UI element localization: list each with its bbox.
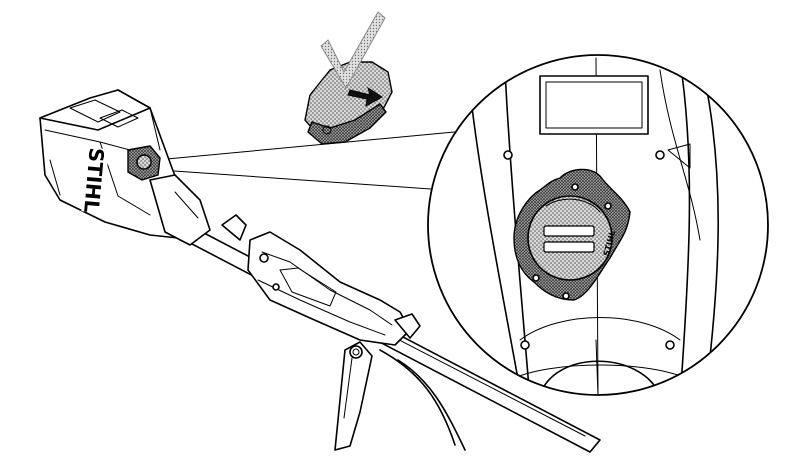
removed-cap-detail: [304, 11, 393, 145]
motor-housing: [39, 89, 211, 246]
housing-brand-text: STIHL: [79, 147, 109, 214]
housing-cover-cap: [127, 145, 161, 181]
magnified-cover-cap: STIHL: [513, 168, 631, 301]
handle-assembly: [221, 214, 466, 451]
magnified-view: STIHL: [427, 54, 769, 396]
release-arrow-icon: [347, 86, 383, 107]
check-mark-icon: [320, 11, 386, 90]
housing-logo: STIHL: [79, 147, 109, 214]
